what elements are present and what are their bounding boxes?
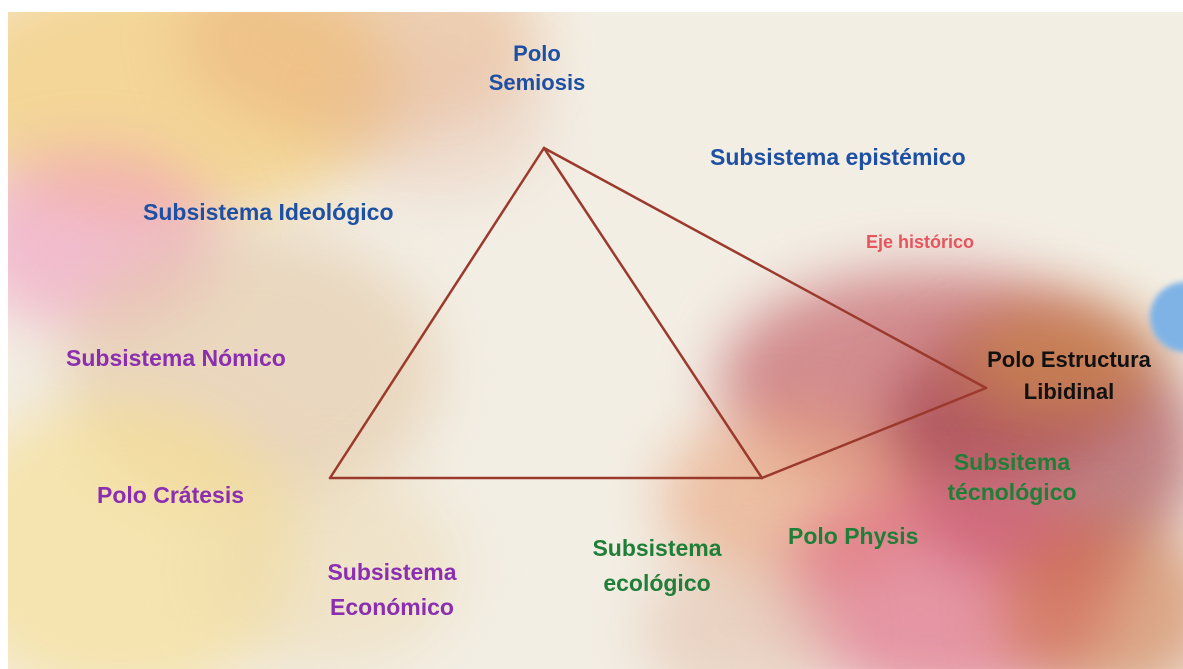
label-line: Subsistema epistémico: [710, 144, 966, 170]
eje-historico-label: Eje histórico: [866, 231, 974, 254]
label-line: Semiosis: [488, 69, 586, 95]
subsistema-ecologico-label: Subsistema ecológico: [572, 531, 742, 600]
polo-semiosis-label: Polo Semiosis: [472, 40, 602, 97]
label-line: ecológico: [603, 569, 711, 596]
label-line: Polo Physis: [788, 523, 919, 549]
label-line: técnológico: [947, 478, 1077, 505]
subsistema-economico-label: Subsistema Económico: [306, 555, 478, 624]
label-line: Polo Estructura: [987, 347, 1151, 372]
label-line: Subsitema: [953, 449, 1071, 475]
label-line: Libidinal: [1023, 378, 1115, 404]
polo-cratesis-label: Polo Crátesis: [97, 481, 244, 511]
polo-physis-label: Polo Physis: [788, 522, 918, 552]
edge-semiosis-libidinal: [542, 146, 988, 390]
subsistema-nomico-label: Subsistema Nómico: [66, 344, 286, 374]
label-line: Subsistema: [327, 559, 457, 585]
subsistema-ideologico-label: Subsistema Ideológico: [143, 198, 394, 228]
label-line: Polo Crátesis: [97, 482, 244, 508]
edge-semiosis-cratesis: [328, 146, 546, 480]
label-line: Polo: [513, 41, 561, 66]
subsitema-tecnologico-label: Subsitema técnológico: [928, 448, 1096, 508]
label-line: Económico: [330, 593, 454, 620]
label-line: Eje histórico: [866, 232, 975, 252]
subsistema-epistemico-label: Subsistema epistémico: [710, 143, 966, 173]
label-line: Subsistema Nómico: [66, 345, 286, 371]
label-line: Subsistema Ideológico: [143, 199, 394, 225]
edge-semiosis-physis: [542, 146, 764, 480]
edge-physis-libidinal: [760, 386, 988, 480]
polo-estructura-libidinal-label: Polo Estructura Libidinal: [962, 344, 1176, 408]
label-line: Subsistema: [592, 535, 722, 561]
